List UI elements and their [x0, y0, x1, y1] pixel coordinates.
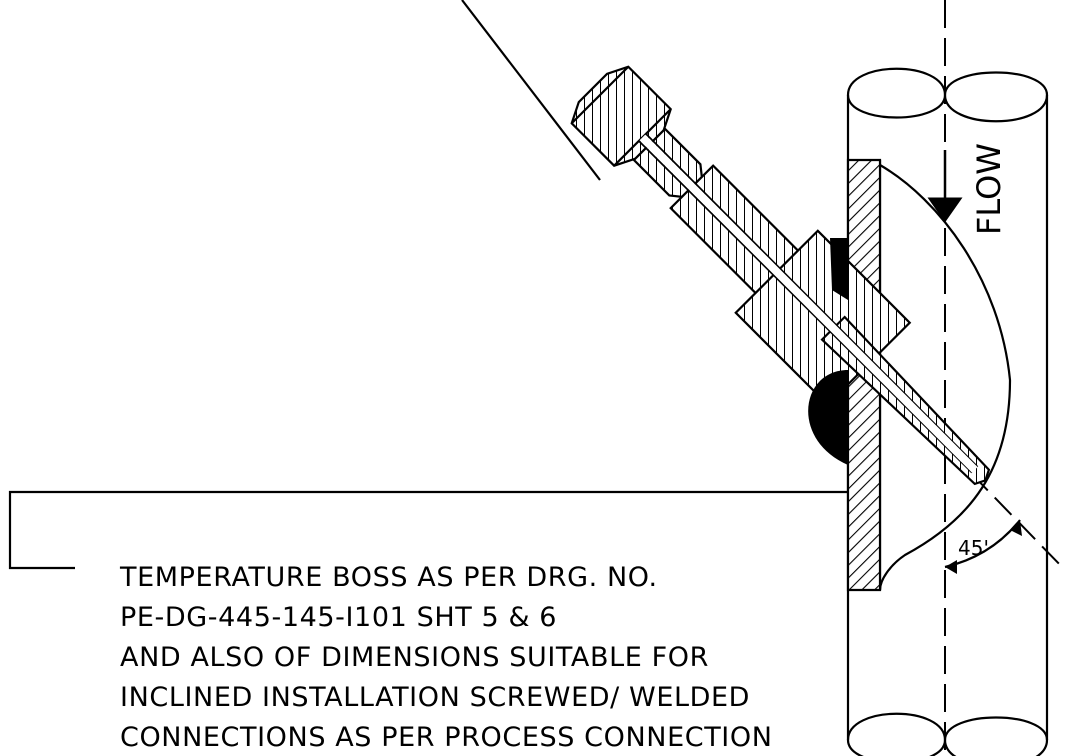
thermowell — [570, 65, 991, 486]
angle-label: 45' — [958, 536, 989, 560]
note-line-2: PE-DG-445-145-I101 SHT 5 & 6 — [120, 602, 557, 633]
note-line-1: TEMPERATURE BOSS AS PER DRG. NO. — [119, 562, 658, 593]
note-line-5: CONNECTIONS AS PER PROCESS CONNECTION — [120, 722, 773, 753]
note-line-4: INCLINED INSTALLATION SCREWED/ WELDED — [120, 682, 750, 713]
leader-line-top — [461, 0, 601, 181]
flow-label: FLOW — [970, 143, 1008, 235]
weld-top — [830, 238, 848, 300]
note-line-3: AND ALSO OF DIMENSIONS SUITABLE FOR — [120, 642, 709, 673]
weld-bottom — [808, 370, 848, 465]
note-leader — [8, 490, 848, 570]
